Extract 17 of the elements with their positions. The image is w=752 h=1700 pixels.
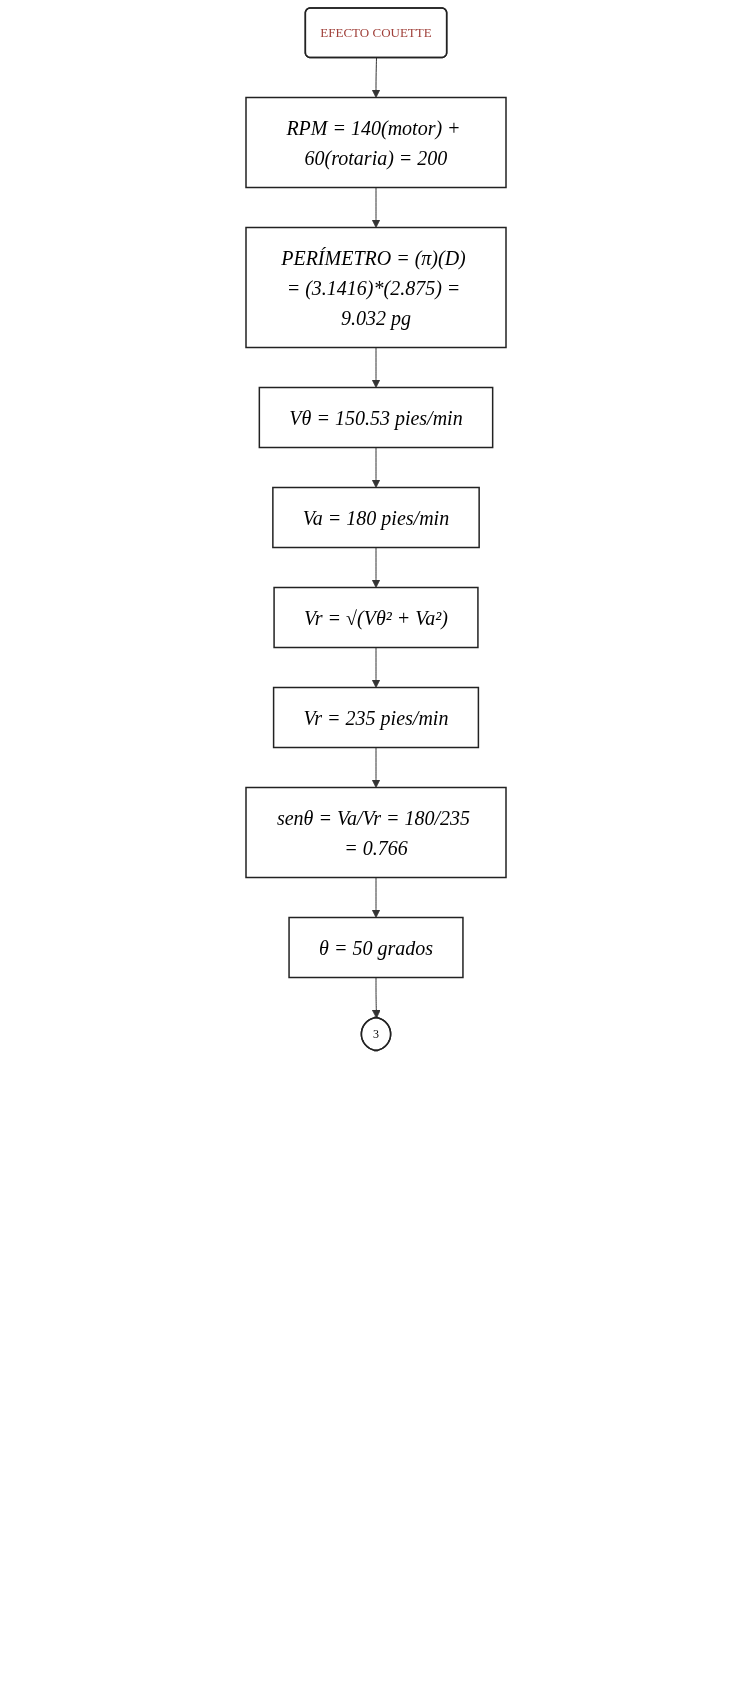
arrow [371, 747, 381, 788]
node-box: Va = 180 pies/min [272, 486, 480, 549]
arrow [371, 877, 381, 918]
node-box: RPM = 140(motor) + 60(rotaria) = 200 [245, 96, 507, 189]
arrow [371, 347, 381, 388]
node-box: Vθ = 150.53 pies/min [258, 386, 494, 449]
node-box: PERÍMETRO = (π)(D) = (3.1416)*(2.875) = 9.032 pg [245, 226, 507, 349]
node-box: Vr = 235 pies/min [272, 686, 480, 749]
arrow [371, 647, 381, 688]
node-box: Vr = √(Vθ² + Va²) [273, 586, 479, 649]
arrow [371, 57, 381, 98]
arrow [371, 547, 381, 588]
arrow [371, 447, 381, 488]
arrow [371, 187, 381, 228]
node-box: θ = 50 grados [288, 916, 464, 979]
arrow [371, 977, 381, 1019]
node-box: senθ = Va/Vr = 180/235 = 0.766 [245, 786, 507, 879]
